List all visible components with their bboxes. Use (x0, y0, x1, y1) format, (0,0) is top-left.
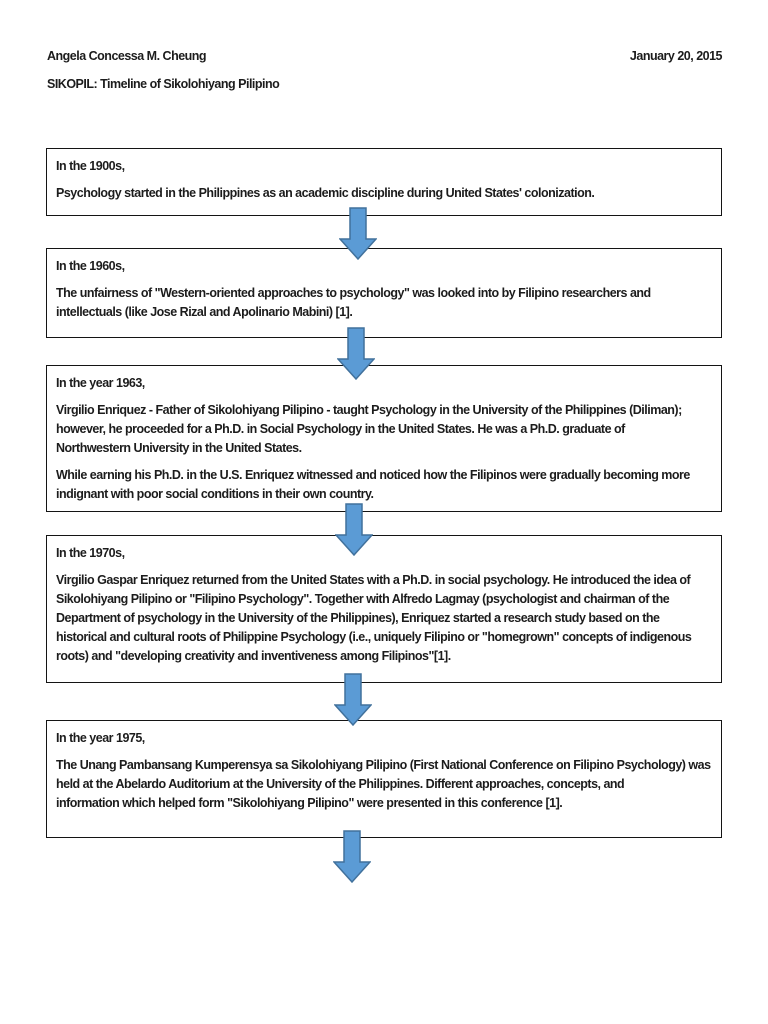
timeline-box-text-line: Northwestern University in the United St… (56, 441, 302, 455)
timeline-box-2: In the 1960s, The unfairness of "Western-… (46, 248, 722, 338)
timeline-box-heading: In the year 1963, (56, 376, 145, 390)
timeline-box-heading: In the 1970s, (56, 546, 125, 560)
timeline-box-heading: In the year 1975, (56, 731, 145, 745)
down-arrow-icon (333, 830, 371, 883)
timeline-box-paragraph: Psychology started in the Philippines as… (56, 184, 715, 203)
timeline-box-paragraph: The Unang Pambansang Kumperensya sa Siko… (56, 756, 715, 813)
timeline-box-paragraph: Virgilio Gaspar Enriquez returned from t… (56, 571, 715, 666)
timeline-box-3: In the year 1963, Virgilio Enriquez - Fat… (46, 365, 722, 512)
timeline-box-1: In the 1900s, Psychology started in the P… (46, 148, 722, 216)
timeline-box-text-line: Virgilio Gaspar Enriquez returned from t… (56, 573, 691, 587)
timeline-box-text-line: Psychology started in the Philippines as… (56, 186, 595, 200)
timeline-box-text-line: indignant with poor social conditions in… (56, 487, 374, 501)
author-name: Angela Concessa M. Cheung (47, 49, 207, 63)
down-arrow-icon (334, 673, 372, 726)
timeline-box-text-line: held at the Abelardo Auditorium at the U… (56, 777, 625, 791)
timeline-box-text-line: The unfairness of "Western-oriented appr… (56, 286, 651, 300)
timeline-box-text-line: intellectuals (like Jose Rizal and Apoli… (56, 305, 353, 319)
timeline-box-5: In the year 1975, The Unang Pambansang Ku… (46, 720, 722, 838)
timeline-box-text-line: historical and cultural roots of Philipp… (56, 630, 692, 644)
timeline-box-4: In the 1970s, Virgilio Gaspar Enriquez re… (46, 535, 722, 683)
timeline-box-heading: In the 1900s, (56, 159, 125, 173)
timeline-box-text-line: Sikolohiyang Pilipino or "Filipino Psych… (56, 592, 670, 606)
timeline-box-text-line: Department of psychology in the Universi… (56, 611, 660, 625)
timeline-box-text-line: information which helped form "Sikolohiy… (56, 796, 563, 810)
timeline-box-paragraph: The unfairness of "Western-oriented appr… (56, 284, 715, 322)
timeline-box-heading: In the 1960s, (56, 259, 125, 273)
document-date: January 20, 2015 (629, 49, 723, 63)
timeline-box-paragraph: Virgilio Enriquez - Father of Sikolohiya… (56, 401, 715, 458)
timeline-box-text-line: Virgilio Enriquez - Father of Sikolohiya… (56, 403, 682, 417)
timeline-box-text-line: The Unang Pambansang Kumperensya sa Siko… (56, 758, 711, 772)
down-arrow-icon (335, 503, 373, 556)
page-title: SIKOPIL: Timeline of Sikolohiyang Pilipi… (47, 77, 280, 91)
timeline-box-text-line: roots) and "developing creativity and in… (56, 649, 451, 663)
timeline-box-text-line: however, he proceeded for a Ph.D. in Soc… (56, 422, 625, 436)
down-arrow-icon (337, 327, 375, 380)
timeline-box-text-line: While earning his Ph.D. in the U.S. Enri… (56, 468, 690, 482)
timeline-box-paragraph: While earning his Ph.D. in the U.S. Enri… (56, 466, 715, 504)
down-arrow-icon (339, 207, 377, 260)
